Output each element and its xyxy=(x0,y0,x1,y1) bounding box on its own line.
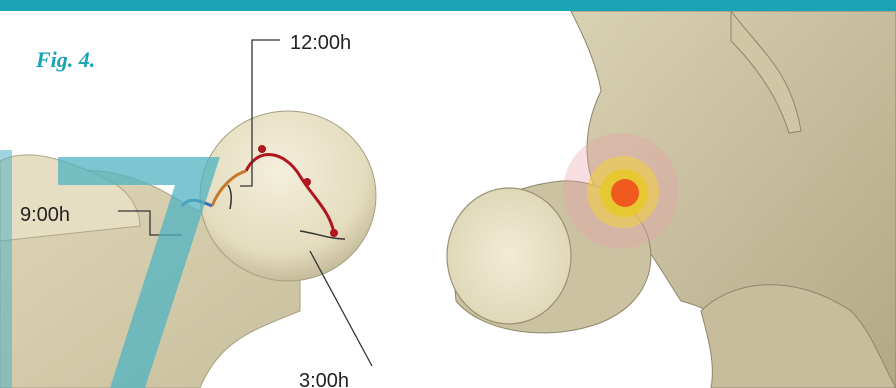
hotspot-core xyxy=(611,179,639,207)
top-accent-border xyxy=(0,0,896,11)
path-point xyxy=(258,145,266,153)
femur-panel: Fig. 4. 12:00h 9:00h 3:00h xyxy=(0,11,431,388)
femoral-head-shape xyxy=(200,111,376,281)
path-point xyxy=(330,229,338,237)
hip-joint-illustration xyxy=(431,11,896,388)
femur-cut-face xyxy=(447,188,571,324)
hip-joint-panel xyxy=(431,11,896,388)
path-point xyxy=(303,178,311,186)
trochanter-shape xyxy=(0,155,140,241)
clock-label-9: 9:00h xyxy=(20,204,70,227)
clock-label-12: 12:00h xyxy=(290,32,351,55)
leader-line-3 xyxy=(310,251,372,366)
figure-label: Fig. 4. xyxy=(36,47,95,73)
clock-label-3: 3:00h xyxy=(299,370,349,388)
